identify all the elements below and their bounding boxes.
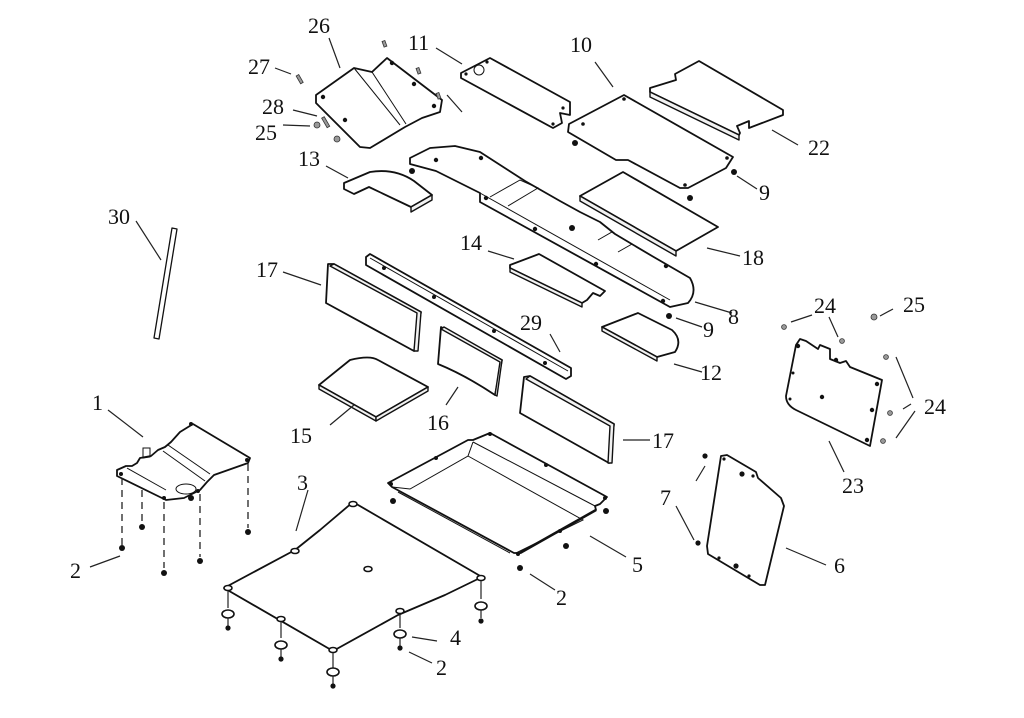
part-15-floor-pad xyxy=(318,356,429,422)
part-30-trim-strip xyxy=(153,227,178,340)
callout-16: 16 xyxy=(427,410,449,435)
part-17-side-pad-lower xyxy=(519,375,615,464)
leader-lines xyxy=(89,37,916,664)
callout-29: 29 xyxy=(520,310,542,335)
part-10-seat-base-plate xyxy=(567,94,737,201)
callout-18: 18 xyxy=(742,245,764,270)
callout-3: 3 xyxy=(297,470,308,495)
callout-6: 6 xyxy=(834,553,845,578)
callout-1: 1 xyxy=(92,390,103,415)
callout-2-bottom: 2 xyxy=(436,655,447,680)
callout-24-right: 24 xyxy=(924,394,946,419)
part-23-rear-panel xyxy=(781,313,893,447)
part-8-seat-frame-bracket xyxy=(409,145,695,319)
callout-22: 22 xyxy=(808,135,830,160)
part-13-curved-pad xyxy=(343,170,433,213)
callout-24-top: 24 xyxy=(814,293,836,318)
callout-26: 26 xyxy=(308,13,330,38)
callout-2-left: 2 xyxy=(70,558,81,583)
part-12-cushion-pad xyxy=(601,312,680,362)
callout-25-right: 25 xyxy=(903,292,925,317)
part-22-top-cushion xyxy=(649,60,784,141)
callout-27: 27 xyxy=(248,54,270,79)
callout-23: 23 xyxy=(842,473,864,498)
callout-15: 15 xyxy=(290,423,312,448)
part-11-cover-plate xyxy=(460,57,571,129)
callout-13: 13 xyxy=(298,146,320,171)
callout-12: 12 xyxy=(700,360,722,385)
callout-9-upper: 9 xyxy=(759,180,770,205)
part-29-rail xyxy=(365,253,572,380)
callout-9-lower: 9 xyxy=(703,317,714,342)
callout-7: 7 xyxy=(660,485,671,510)
part-26-cover-bracket xyxy=(295,39,443,149)
part-5-battery-tray xyxy=(387,432,609,571)
callout-2-middle: 2 xyxy=(556,585,567,610)
callout-4: 4 xyxy=(450,625,461,650)
part-18-seat-pad xyxy=(579,171,719,257)
part-14-pad xyxy=(509,253,606,308)
callout-30: 30 xyxy=(108,204,130,229)
callout-17-upper: 17 xyxy=(256,257,278,282)
part-3-floor-pan xyxy=(221,500,488,689)
callouts: 26 27 28 25 11 10 22 9 13 18 14 8 9 12 1… xyxy=(70,13,946,680)
callout-10: 10 xyxy=(570,32,592,57)
callout-25-top: 25 xyxy=(255,120,277,145)
callout-5: 5 xyxy=(632,552,643,577)
part-6-side-panel xyxy=(695,453,785,586)
callout-8: 8 xyxy=(728,304,739,329)
part-1-front-floor-plate xyxy=(116,422,251,576)
callout-11: 11 xyxy=(408,30,429,55)
part-17-side-pad-upper xyxy=(325,263,422,352)
callout-17-lower: 17 xyxy=(652,428,674,453)
callout-14: 14 xyxy=(460,230,482,255)
part-16-center-pad xyxy=(437,326,503,397)
callout-28: 28 xyxy=(262,94,284,119)
